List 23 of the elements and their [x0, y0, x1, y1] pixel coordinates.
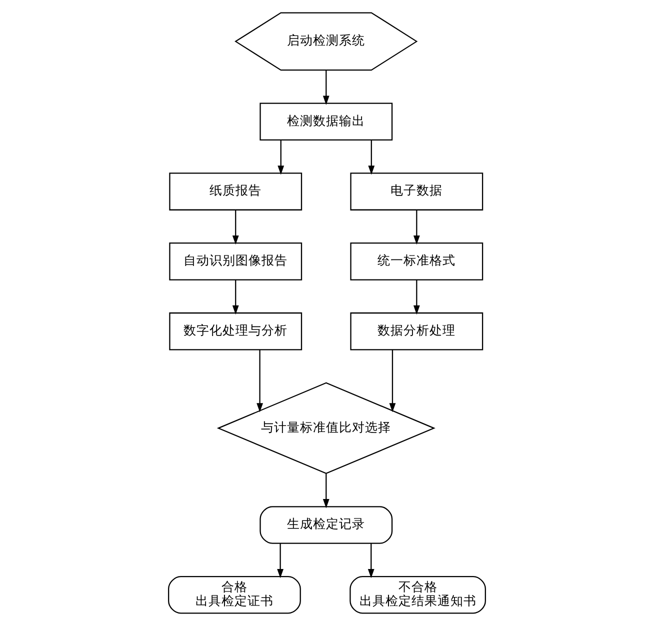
arrow [412, 280, 420, 315]
arrow [388, 350, 396, 412]
node-box: 统一标准格式 [350, 242, 483, 280]
node-box: 数字化处理与分析 [168, 312, 302, 350]
node-diamond: 与计量标准值比对选择 [216, 382, 435, 474]
arrow [412, 210, 420, 245]
arrow [256, 350, 263, 412]
node-box: 检测数据输出 [259, 102, 392, 141]
arrow [367, 543, 374, 578]
arrow [232, 210, 238, 245]
node-box: 自动识别图像报告 [168, 242, 302, 280]
node-box: 电子数据 [350, 172, 483, 210]
arrow [276, 543, 284, 578]
arrow [322, 474, 329, 508]
arrow [277, 140, 284, 175]
arrow [232, 280, 238, 315]
node-box: 不合格 出具检定结果通知书 [349, 576, 486, 614]
node-box: 纸质报告 [168, 172, 302, 210]
arrow [322, 70, 329, 105]
node-box: 生成检定记录 [259, 506, 392, 544]
node-box: 数据分析处理 [350, 312, 483, 350]
node-box: 合格 出具检定证书 [168, 576, 300, 614]
arrow [368, 140, 374, 175]
